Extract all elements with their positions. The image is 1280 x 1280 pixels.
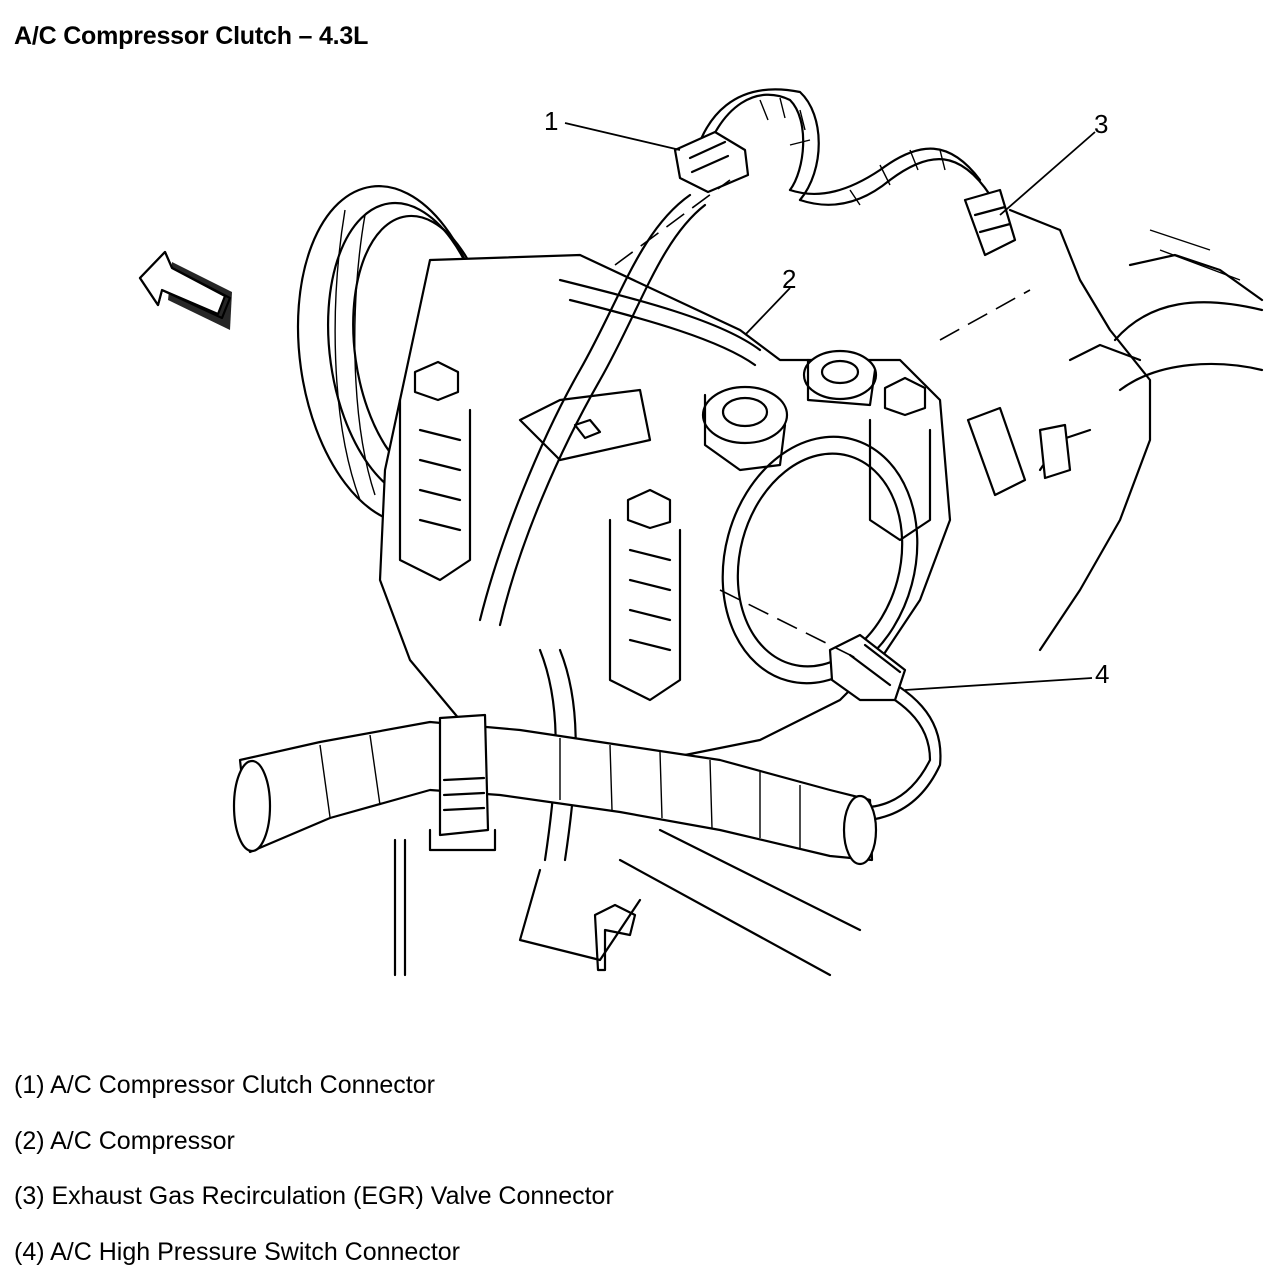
connector-4: [828, 633, 907, 702]
reference-lines: [614, 179, 1031, 661]
lower-bracket: [393, 828, 862, 977]
mounting-ears: [398, 398, 932, 702]
legend-item-2: (2) A/C Compressor: [14, 1126, 235, 1155]
callout-number-1: 1: [544, 106, 558, 136]
front-direction-arrow-icon: [138, 250, 232, 330]
engine-block-outline: [1008, 208, 1264, 652]
connector-1: [673, 130, 750, 194]
page-title: A/C Compressor Clutch – 4.3L: [14, 22, 369, 50]
legend-item-1: (1) A/C Compressor Clutch Connector: [14, 1071, 435, 1099]
mounting-bolts: [413, 360, 927, 530]
compressor-diagram: 1 2 3 4: [138, 88, 1264, 977]
callout-number-3: 3: [1094, 109, 1108, 139]
connector-3: [963, 188, 1017, 257]
egr-valve-plug: [966, 406, 1072, 497]
callout-number-2: 2: [782, 264, 796, 294]
legend-item-4: (4) A/C High Pressure Switch Connector: [14, 1237, 461, 1266]
callout-number-4: 4: [1095, 659, 1109, 689]
legend-item-3: (3) Exhaust Gas Recirculation (EGR) Valv…: [14, 1182, 614, 1210]
refrigerant-hose: [232, 713, 878, 866]
legend: (1) A/C Compressor Clutch Connector (2) …: [14, 1058, 614, 1280]
callout-leaders: [564, 122, 1096, 691]
